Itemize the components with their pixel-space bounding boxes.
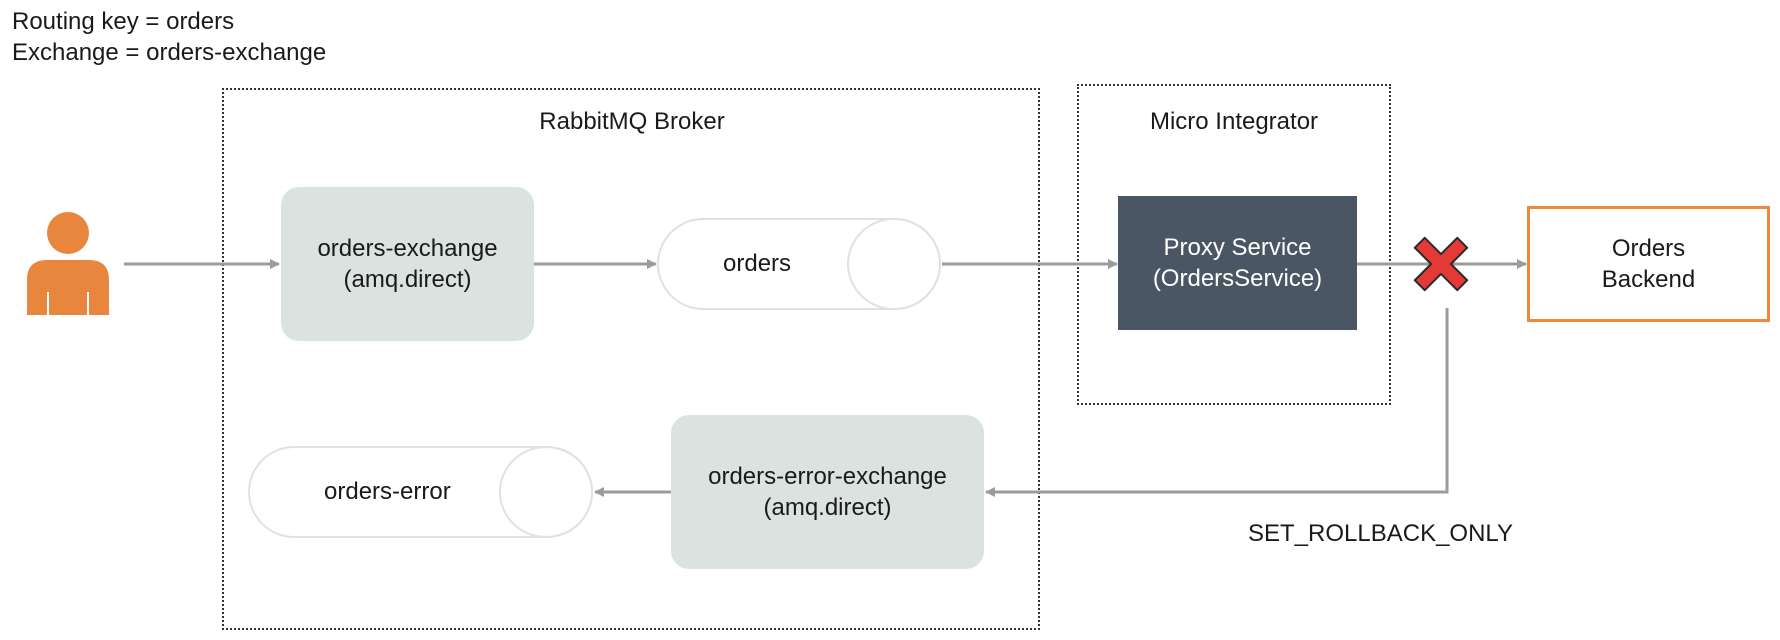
orders-error-queue-cap [499,446,593,538]
orders-error-exchange-node: orders-error-exchange (amq.direct) [671,415,984,569]
orders-backend-line1: Orders [1611,235,1686,262]
orders-queue-label: orders [723,250,792,277]
exchange-label: Exchange = orders-exchange [12,39,327,66]
orders-queue-node: orders [657,218,941,310]
orders-error-exchange-name: orders-error-exchange [708,463,947,490]
rabbitmq-broker-boundary [222,88,1040,630]
micro-integrator-title: Micro Integrator [1149,108,1319,135]
orders-exchange-type: (amq.direct) [343,266,472,293]
user-icon [27,212,109,315]
proxy-service-node: Proxy Service (OrdersService) [1118,196,1357,330]
orders-error-queue-node: orders-error [248,446,593,538]
arrow-rollback-to-error-exchange [985,308,1449,497]
proxy-service-line2: (OrdersService) [1152,265,1323,292]
orders-backend-line2: Backend [1601,266,1696,293]
routing-key-label: Routing key = orders [12,8,235,35]
set-rollback-only-label: SET_ROLLBACK_ONLY [1248,520,1513,547]
orders-queue-cap [847,218,941,310]
failure-x-icon [1413,236,1469,292]
orders-backend-node: Orders Backend [1527,206,1770,322]
proxy-service-line1: Proxy Service [1163,234,1312,261]
orders-exchange-node: orders-exchange (amq.direct) [281,187,534,341]
orders-exchange-name: orders-exchange [317,235,498,262]
micro-integrator-boundary [1077,84,1391,405]
orders-error-queue-label: orders-error [324,478,451,505]
orders-error-exchange-type: (amq.direct) [763,494,892,521]
rabbitmq-broker-title: RabbitMQ Broker [539,108,725,135]
